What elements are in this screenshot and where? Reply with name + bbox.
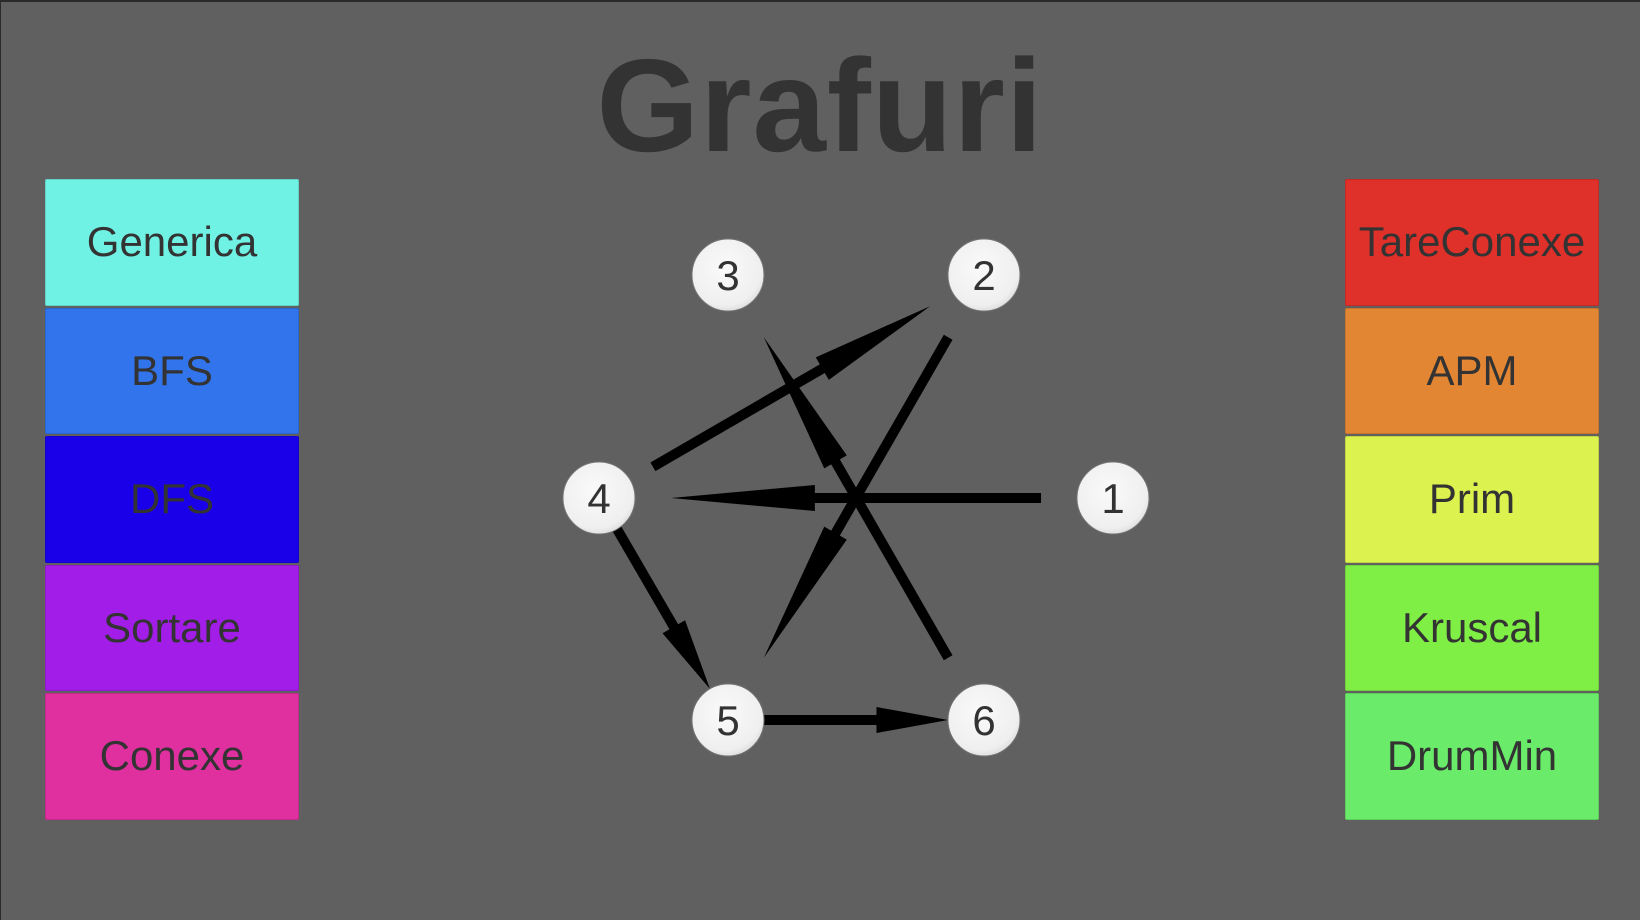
edge-5-to-6 (763, 707, 949, 733)
node-label: 3 (716, 252, 739, 299)
edge-4-to-2 (650, 306, 931, 472)
dfs-button[interactable]: DFS (45, 436, 299, 563)
kruscal-button[interactable]: Kruscal (1345, 564, 1599, 691)
edge-line (829, 455, 953, 661)
page-title: Grafuri (596, 32, 1044, 179)
arrowhead-icon (763, 526, 847, 658)
drummin-button[interactable]: DrumMin (1345, 693, 1599, 820)
left-button-panel: Generica BFS DFS Sortare Conexe (45, 179, 299, 820)
arrowhead-icon (815, 306, 931, 380)
arrowhead-icon (763, 337, 847, 469)
node-circle (1076, 461, 1150, 535)
edge-6-to-3 (763, 337, 953, 661)
node-circle (691, 238, 765, 312)
sortare-button[interactable]: Sortare (45, 564, 299, 691)
tareconexe-button[interactable]: TareConexe (1345, 179, 1599, 306)
node-label: 2 (972, 252, 995, 299)
graph-node-4[interactable]: 4 (562, 461, 636, 535)
graph-node-6[interactable]: 6 (947, 683, 1021, 757)
node-label: 6 (972, 697, 995, 744)
apm-button[interactable]: APM (1345, 307, 1599, 434)
edge-line (612, 526, 681, 633)
edge-line (650, 362, 829, 472)
conexe-button[interactable]: Conexe (45, 693, 299, 820)
node-label: 1 (1101, 475, 1124, 522)
node-circle (691, 683, 765, 757)
node-label: 4 (587, 475, 610, 522)
arrowhead-icon (876, 707, 949, 733)
node-label: 5 (716, 697, 739, 744)
graph-node-2[interactable]: 2 (947, 238, 1021, 312)
graph-node-3[interactable]: 3 (691, 238, 765, 312)
node-circle (562, 461, 636, 535)
node-circle (947, 238, 1021, 312)
arrowhead-icon (670, 485, 815, 511)
node-circle (947, 683, 1021, 757)
prim-button[interactable]: Prim (1345, 436, 1599, 563)
right-button-panel: TareConexe APM Prim Kruscal DrumMin (1345, 179, 1599, 820)
edge-4-to-5 (612, 526, 710, 689)
edge-2-to-5 (763, 334, 953, 658)
bfs-button[interactable]: BFS (45, 307, 299, 434)
graph-node-1[interactable]: 1 (1076, 461, 1150, 535)
edge-line (829, 334, 953, 540)
arrowhead-icon (662, 620, 710, 689)
edge-1-to-4 (670, 485, 1042, 511)
graph-node-5[interactable]: 5 (691, 683, 765, 757)
generica-button[interactable]: Generica (45, 179, 299, 306)
